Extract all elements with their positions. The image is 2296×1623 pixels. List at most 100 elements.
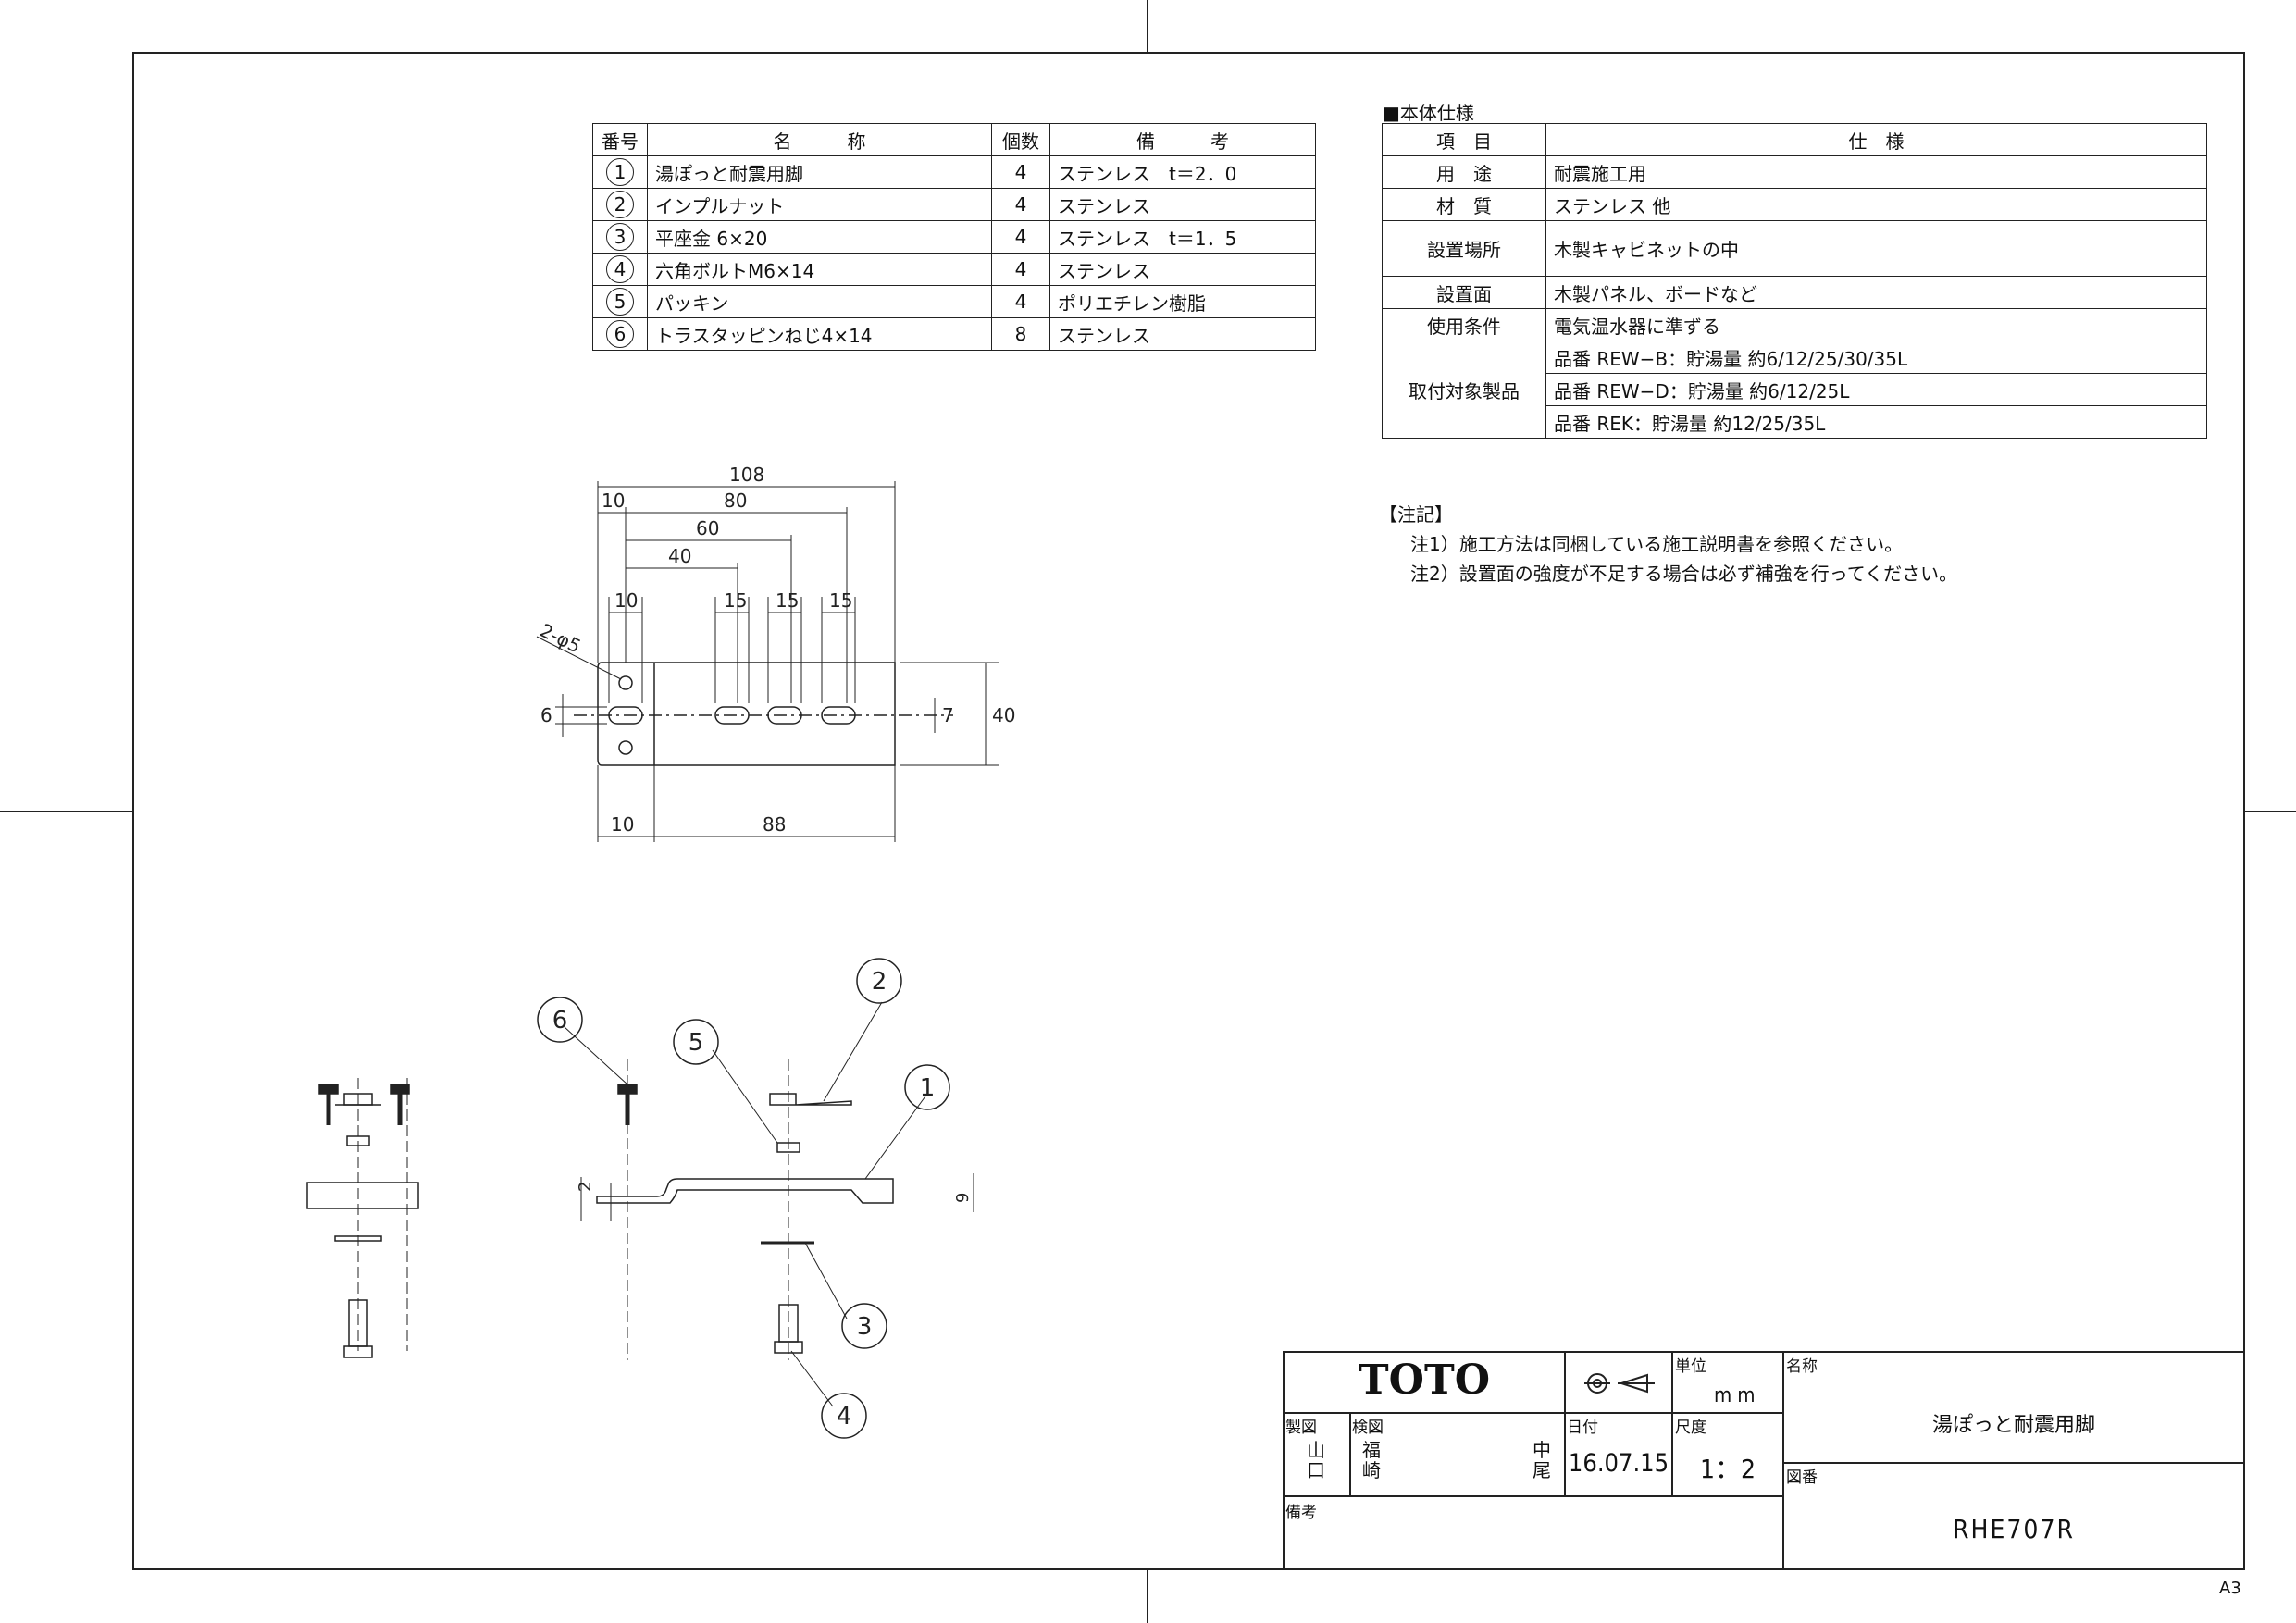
dim-15-b: 15: [776, 589, 799, 612]
drawn-label: 製図: [1285, 1419, 1317, 1437]
plate-outline: [597, 662, 896, 766]
bolt-head: [774, 1341, 803, 1354]
note-item: 注1）施工方法は同梱している施工説明書を参照ください。: [1410, 533, 1904, 555]
slot: [714, 706, 750, 725]
checked-by-1: 福崎: [1362, 1439, 1381, 1481]
company-logo: TOTO: [1358, 1357, 1491, 1404]
scale-value: 1：2: [1699, 1454, 1756, 1484]
screw-head: [390, 1084, 410, 1095]
remarks-label: 備考: [1285, 1504, 1317, 1522]
sheet-size: A3: [2219, 1579, 2241, 1598]
table-row: 使用条件電気温水器に準ずる: [1382, 308, 2207, 341]
dim-6: 6: [540, 704, 552, 726]
balloon-label: 3: [857, 1313, 873, 1341]
screw-head: [617, 1084, 638, 1095]
dim-9: 9: [953, 1193, 973, 1203]
table-row: 取付対象製品品番 REW−B：貯湯量 約6/12/25/30/35L: [1382, 341, 2207, 439]
unit-label: 単位: [1675, 1357, 1706, 1376]
dim-10-mid: 10: [614, 589, 638, 612]
drawing-number-label: 図番: [1786, 1468, 1818, 1487]
notes: 【注記】 注1）施工方法は同梱している施工説明書を参照ください。 注2）設置面の…: [1379, 500, 1957, 588]
dim-10-bottom: 10: [611, 813, 634, 836]
dim-2: 2: [576, 1182, 595, 1192]
balloon-3: [841, 1303, 887, 1349]
part-number: 3: [606, 223, 634, 251]
notes-title: 【注記】: [1379, 503, 1453, 526]
dim-7: 7: [942, 704, 954, 726]
spec-title: ■本体仕様: [1383, 102, 1474, 124]
dim-hole: 2-φ5: [537, 619, 585, 658]
balloon-4: [821, 1393, 867, 1439]
washer: [334, 1235, 382, 1242]
date-value: 16.07.15: [1568, 1449, 1669, 1478]
slot: [767, 706, 802, 725]
balloon-1: [904, 1064, 950, 1110]
balloon-label: 2: [872, 968, 887, 996]
dim-10-top: 10: [602, 489, 625, 512]
slot: [608, 706, 643, 725]
screw-head: [318, 1084, 339, 1095]
checked-by-2: 中尾: [1533, 1439, 1551, 1481]
projection-symbol-icon: [1584, 1373, 1655, 1394]
center-mark-top: [1147, 0, 1148, 52]
table-row: 設置面木製パネル、ボードなど: [1382, 276, 2207, 309]
balloon-2: [856, 958, 902, 1004]
plate-side: [306, 1182, 419, 1209]
table-row: 品番 REK：貯湯量 約12/25/35L: [1383, 405, 2207, 439]
balloon-label: 1: [920, 1074, 936, 1102]
dim-15-c: 15: [829, 589, 852, 612]
center-mark-bottom: [1147, 1570, 1148, 1623]
packing: [346, 1135, 370, 1146]
table-row: 設置場所木製キャビネットの中: [1382, 220, 2207, 277]
center-mark-left: [0, 811, 132, 812]
side-view-right: 2 9: [576, 1059, 974, 1360]
checked-label: 検図: [1352, 1419, 1384, 1437]
date-label: 日付: [1567, 1419, 1598, 1437]
spec-table-header: 項 目 仕 様: [1382, 123, 2207, 156]
dim-40: 40: [668, 545, 691, 567]
table-row: 材 質ステンレス 他: [1382, 188, 2207, 221]
assembly-drawing: 2 9 6 5 2 1 3 4: [306, 958, 974, 1439]
dimension-lines: [536, 486, 987, 837]
center-mark-right: [2245, 811, 2296, 812]
balloon-6: [537, 997, 583, 1043]
extension-lines: [555, 481, 999, 842]
spec-table: 項 目 仕 様 用 途耐震施工用 材 質ステンレス 他 設置場所木製キャビネット…: [1382, 123, 2207, 439]
dim-88: 88: [763, 813, 786, 836]
dim-40-vertical: 40: [992, 704, 1015, 726]
side-view-left: [306, 1078, 419, 1358]
hole: [618, 740, 633, 755]
part-number: 2: [606, 191, 634, 218]
unit-value: mm: [1714, 1384, 1761, 1407]
dim-60: 60: [696, 517, 719, 539]
impl-nut: [769, 1093, 852, 1106]
slot: [821, 706, 856, 725]
name-label: 名称: [1786, 1357, 1818, 1376]
scale-label: 尺度: [1675, 1419, 1706, 1437]
packing: [776, 1142, 800, 1153]
part-number: 5: [606, 288, 634, 316]
drawing-number: RHE707R: [1953, 1514, 2075, 1544]
balloon-label: 6: [552, 1007, 568, 1035]
dim-80: 80: [724, 489, 747, 512]
drawn-by: 山口: [1307, 1439, 1325, 1481]
part-number: 1: [606, 158, 634, 186]
bolt-head: [343, 1345, 373, 1358]
drawing-frame: [132, 52, 2245, 1570]
parts-table-header: 番号 名 称 個数 備 考: [592, 123, 1316, 156]
note-item: 注2）設置面の強度が不足する場合は必ず補強を行ってください。: [1410, 563, 1958, 585]
table-row: 用 途耐震施工用: [1382, 155, 2207, 189]
balloon-label: 5: [689, 1029, 704, 1057]
balloon-5: [673, 1019, 719, 1065]
dim-15-a: 15: [724, 589, 747, 612]
part-number: 6: [606, 320, 634, 348]
hole: [618, 675, 633, 690]
balloon-label: 4: [837, 1403, 852, 1431]
